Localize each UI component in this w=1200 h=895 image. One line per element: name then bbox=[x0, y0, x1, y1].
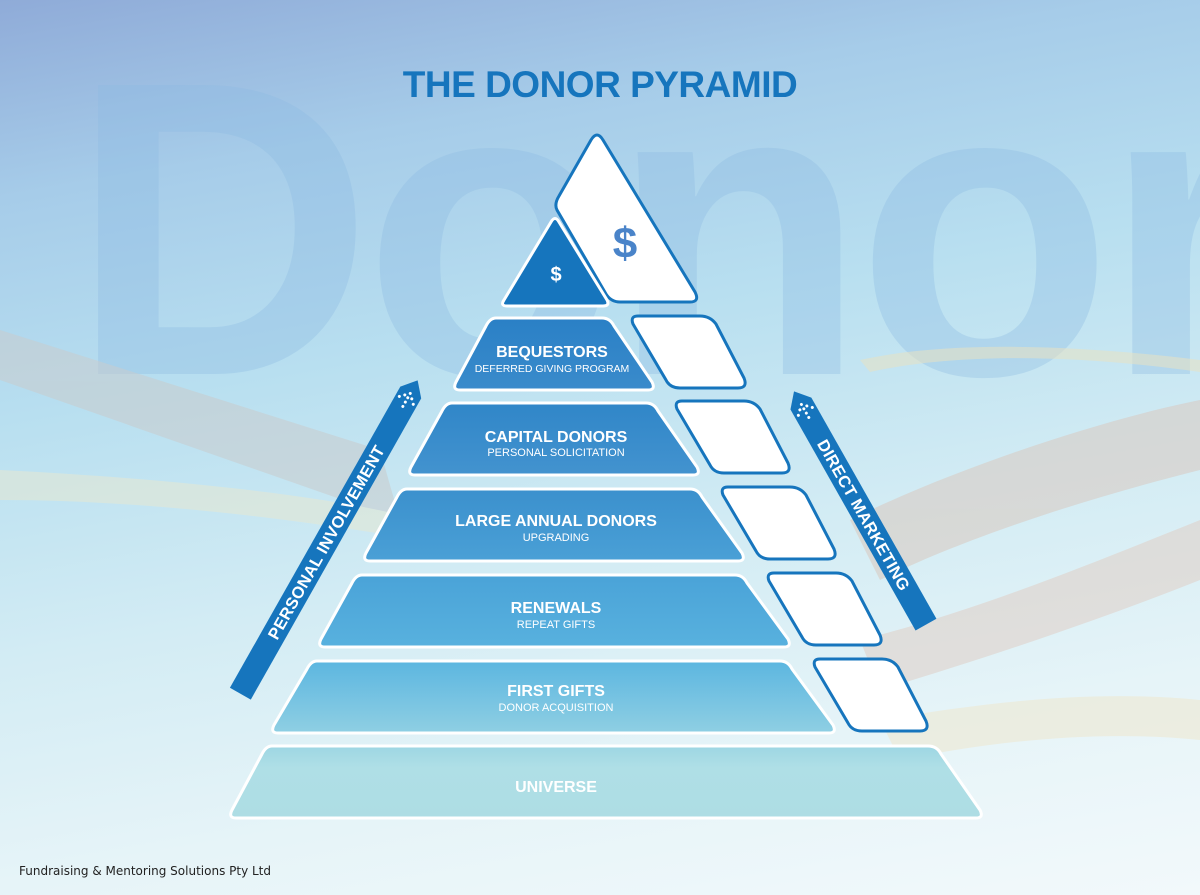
direct-marketing-box-4 bbox=[766, 571, 883, 647]
dollar-icon-large: $ bbox=[613, 219, 637, 268]
direct-marketing-box-2 bbox=[674, 399, 791, 475]
tier-universe: UNIVERSE bbox=[229, 744, 983, 820]
footer-company-name: Fundraising & Mentoring Solutions Pty Lt… bbox=[19, 864, 271, 878]
background-ribbons bbox=[0, 330, 1200, 760]
direct-marketing-box-5 bbox=[812, 657, 929, 733]
tier-title: LARGE ANNUAL DONORS bbox=[455, 513, 657, 530]
direct-marketing-box-1 bbox=[630, 314, 747, 390]
tier-title: CAPITAL DONORS bbox=[485, 429, 628, 446]
tier-bequestors: BEQUESTORS DEFERRED GIVING PROGRAM bbox=[453, 314, 747, 392]
apex-white-triangle bbox=[554, 133, 699, 304]
tier-subtitle: DEFERRED GIVING PROGRAM bbox=[475, 363, 630, 375]
tier-subtitle: DONOR ACQUISITION bbox=[499, 702, 614, 714]
tier-subtitle: REPEAT GIFTS bbox=[517, 619, 595, 631]
tier-capital-donors: CAPITAL DONORS PERSONAL SOLICITATION bbox=[408, 399, 791, 477]
tier-large-annual-donors: LARGE ANNUAL DONORS UPGRADING bbox=[363, 485, 837, 563]
dotted-arrow-icon bbox=[397, 391, 415, 408]
tier-subtitle: PERSONAL SOLICITATION bbox=[487, 447, 624, 459]
tier-subtitle: UPGRADING bbox=[523, 532, 590, 544]
dollar-icon-small: $ bbox=[550, 264, 561, 286]
tier-title: FIRST GIFTS bbox=[507, 683, 605, 700]
apex-blue-triangle bbox=[501, 217, 610, 308]
tier-first-gifts: FIRST GIFTS DONOR ACQUISITION bbox=[271, 657, 929, 735]
tier-renewals: RENEWALS REPEAT GIFTS bbox=[318, 571, 883, 649]
direct-marketing-box-3 bbox=[720, 485, 837, 561]
tier-title: RENEWALS bbox=[511, 600, 602, 617]
tier-title: BEQUESTORS bbox=[496, 344, 608, 361]
tier-title: UNIVERSE bbox=[515, 779, 597, 796]
page-title: THE DONOR PYRAMID bbox=[402, 64, 798, 105]
dotted-arrow-icon bbox=[796, 402, 814, 419]
